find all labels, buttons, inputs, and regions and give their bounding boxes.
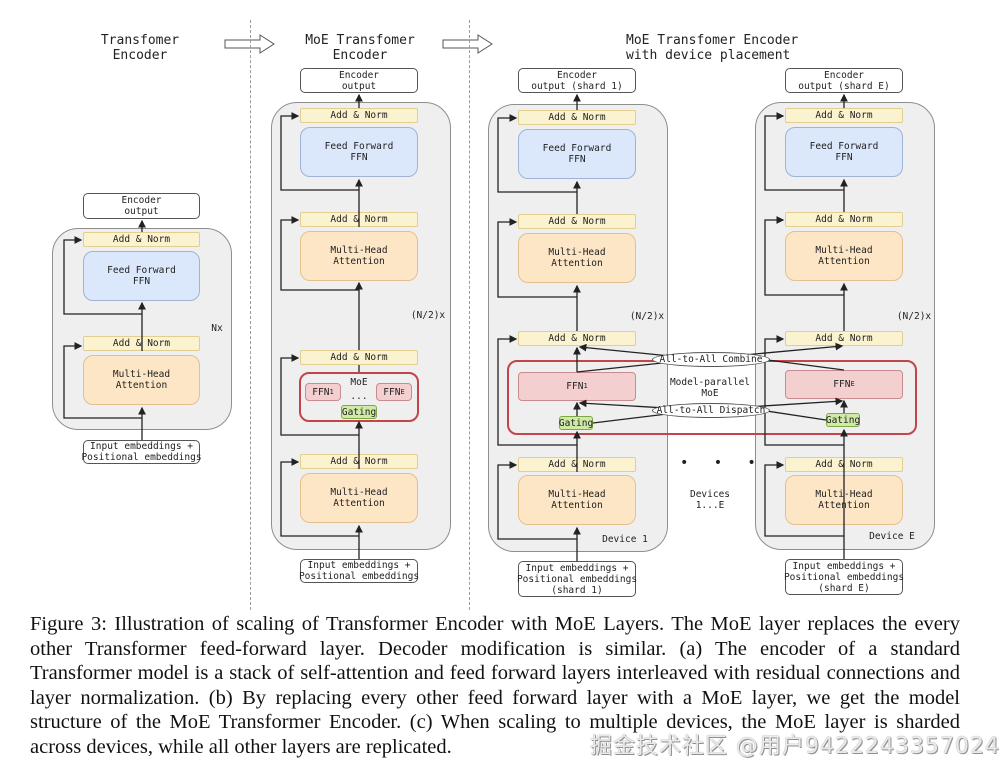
add-norm-box: Add & Norm bbox=[785, 331, 903, 346]
add-norm-box: Add & Norm bbox=[785, 457, 903, 472]
add-norm-box: Add & Norm bbox=[518, 331, 636, 346]
repeat-label: (N/2)x bbox=[896, 311, 932, 322]
add-norm-box: Add & Norm bbox=[83, 232, 200, 247]
add-norm-box: Add & Norm bbox=[300, 454, 418, 469]
expert-subscript: 1 bbox=[329, 387, 334, 396]
multi-head-attention-box: Multi-Head Attention bbox=[785, 475, 903, 525]
input-embeddings-shardE-box: Input embeddings + Positional embeddings… bbox=[783, 559, 905, 595]
section-divider bbox=[250, 20, 251, 610]
encoder-output-box: Encoder output bbox=[300, 68, 418, 93]
model-parallel-moe-label: Model-parallel MoE bbox=[669, 377, 751, 399]
expert-label: FFN bbox=[312, 386, 330, 398]
title-moe-transformer-encoder: MoE Transfomer Encoder bbox=[305, 33, 415, 63]
expert-subscript: 1 bbox=[583, 382, 588, 390]
moe-label: MoE bbox=[350, 377, 368, 388]
ellipsis-label: ... bbox=[350, 391, 368, 402]
figure-caption: Figure 3: Illustration of scaling of Tra… bbox=[30, 613, 960, 758]
input-embeddings-box: Input embeddings + Positional embeddings bbox=[298, 559, 420, 583]
multi-head-attention-box: Multi-Head Attention bbox=[300, 231, 418, 281]
feed-forward-box: Feed Forward FFN bbox=[83, 251, 200, 301]
all-to-all-dispatch-label: All-to-All Dispatch bbox=[652, 403, 770, 418]
input-embeddings-shard1-box: Input embeddings + Positional embeddings… bbox=[516, 561, 638, 597]
add-norm-box: Add & Norm bbox=[518, 457, 636, 472]
all-to-all-combine-label: All-to-All Combine bbox=[652, 352, 770, 367]
multi-head-attention-box: Multi-Head Attention bbox=[83, 355, 200, 405]
expert-label: FFN bbox=[383, 386, 401, 398]
add-norm-box: Add & Norm bbox=[83, 336, 200, 351]
repeat-label: Nx bbox=[211, 323, 223, 334]
multi-head-attention-box: Multi-Head Attention bbox=[518, 475, 636, 525]
feed-forward-box: Feed Forward FFN bbox=[300, 127, 418, 177]
title-transformer-encoder: Transfomer Encoder bbox=[100, 33, 180, 63]
transition-arrow-2 bbox=[442, 34, 493, 54]
multi-head-attention-box: Multi-Head Attention bbox=[300, 473, 418, 523]
title-moe-device-placement: MoE Transfomer Encoder with device place… bbox=[626, 33, 799, 63]
multi-head-attention-box: Multi-Head Attention bbox=[785, 231, 903, 281]
encoder-output-shardE-box: Encoder output (shard E) bbox=[785, 68, 903, 93]
section-divider bbox=[469, 20, 470, 610]
expert-subscript: E bbox=[850, 380, 855, 388]
add-norm-box: Add & Norm bbox=[300, 350, 418, 365]
add-norm-box: Add & Norm bbox=[785, 108, 903, 123]
add-norm-box: Add & Norm bbox=[300, 212, 418, 227]
device-dots: • • • bbox=[680, 455, 756, 471]
multi-head-attention-box: Multi-Head Attention bbox=[518, 233, 636, 283]
add-norm-box: Add & Norm bbox=[518, 110, 636, 125]
encoder-output-box: Encoder output bbox=[83, 193, 200, 219]
device-1-label: Device 1 bbox=[602, 534, 648, 545]
feed-forward-box: Feed Forward FFN bbox=[785, 127, 903, 177]
repeat-label: (N/2)x bbox=[629, 311, 665, 322]
gating-box: Gating bbox=[341, 405, 377, 419]
add-norm-box: Add & Norm bbox=[300, 108, 418, 123]
device-e-label: Device E bbox=[869, 531, 915, 542]
input-embeddings-box: Input embeddings + Positional embeddings bbox=[81, 440, 202, 464]
devices-range-label: Devices 1...E bbox=[689, 489, 731, 511]
add-norm-box: Add & Norm bbox=[785, 212, 903, 227]
encoder-output-shard1-box: Encoder output (shard 1) bbox=[518, 68, 636, 93]
transition-arrow-1 bbox=[224, 34, 275, 54]
feed-forward-box: Feed Forward FFN bbox=[518, 129, 636, 179]
expert-subscript: E bbox=[400, 387, 405, 396]
watermark: 掘金技术社区 @用户9422243357024 bbox=[590, 734, 1000, 759]
add-norm-box: Add & Norm bbox=[518, 214, 636, 229]
repeat-label: (N/2)x bbox=[410, 310, 446, 321]
